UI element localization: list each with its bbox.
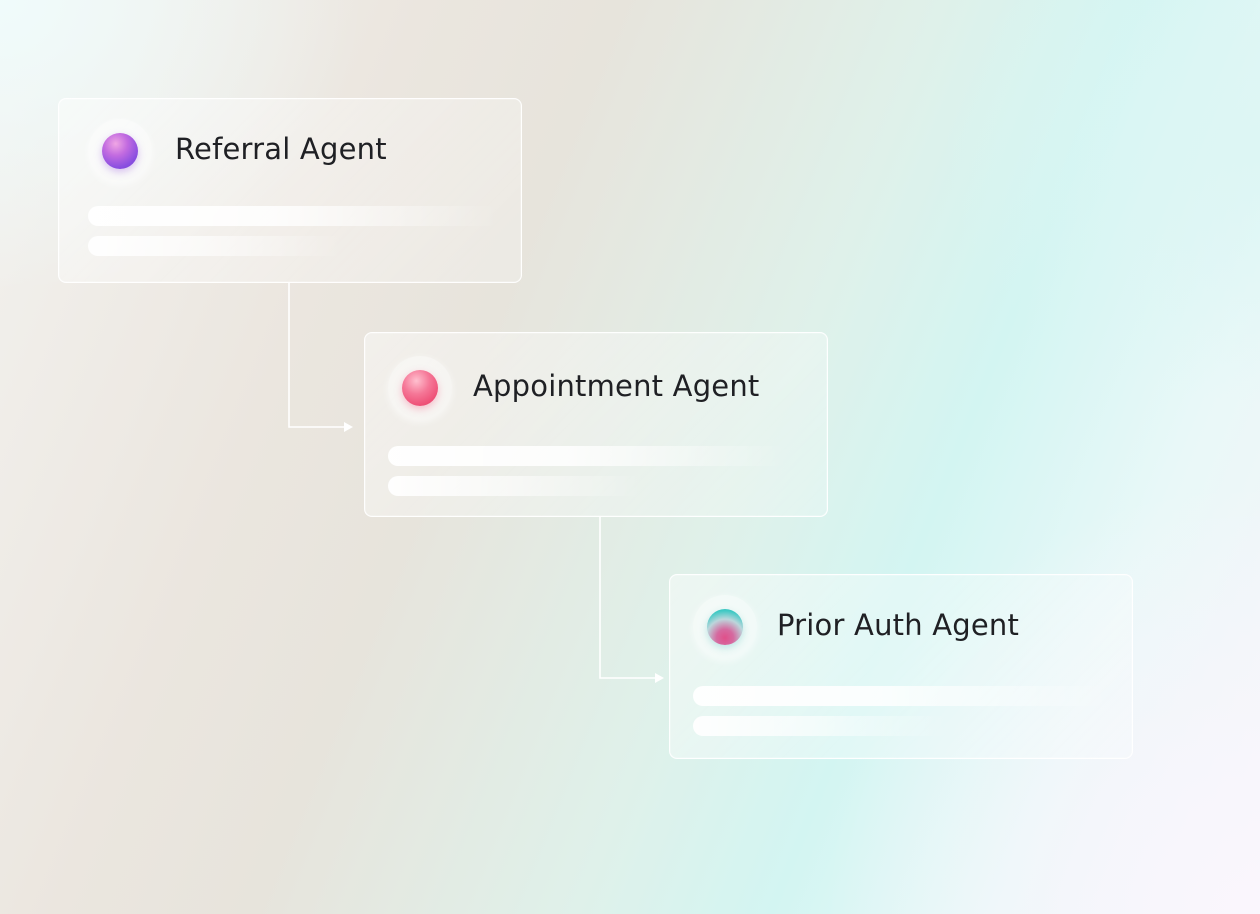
agent-avatar bbox=[693, 595, 757, 659]
connector-appointment-to-priorauth bbox=[599, 517, 664, 683]
agent-card-prior-auth[interactable]: Prior Auth Agent bbox=[669, 574, 1133, 759]
agent-card-referral[interactable]: Referral Agent bbox=[58, 98, 522, 283]
agent-avatar bbox=[88, 119, 152, 183]
placeholder-line bbox=[388, 476, 688, 496]
connector-referral-to-appointment bbox=[288, 283, 353, 432]
agent-title: Prior Auth Agent bbox=[777, 608, 1020, 642]
placeholder-line bbox=[88, 236, 388, 256]
agent-card-appointment[interactable]: Appointment Agent bbox=[364, 332, 828, 517]
pink-orb-icon bbox=[402, 370, 438, 406]
placeholder-line bbox=[388, 446, 788, 466]
agent-title: Referral Agent bbox=[175, 132, 387, 166]
arrowhead-icon bbox=[344, 422, 353, 432]
teal-orb-icon bbox=[707, 609, 743, 645]
agent-title: Appointment Agent bbox=[473, 369, 760, 403]
agent-avatar bbox=[388, 356, 452, 420]
arrowhead-icon bbox=[655, 673, 664, 683]
placeholder-line bbox=[693, 686, 1113, 706]
purple-orb-icon bbox=[102, 133, 138, 169]
placeholder-line bbox=[693, 716, 993, 736]
placeholder-line bbox=[88, 206, 498, 226]
